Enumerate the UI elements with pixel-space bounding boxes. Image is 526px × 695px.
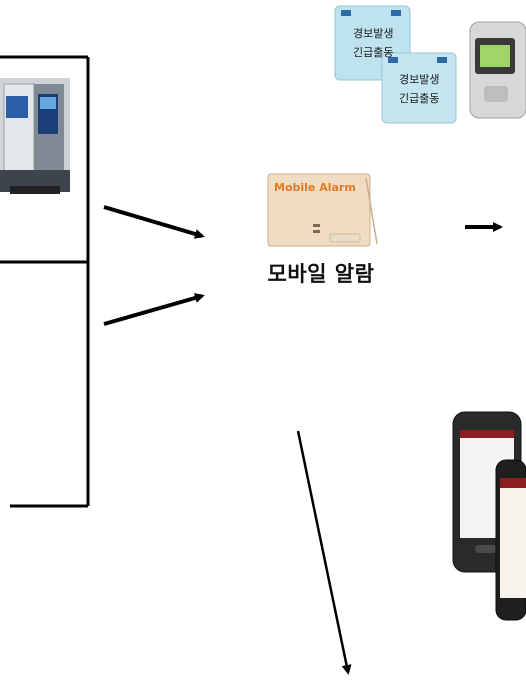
smartphone-front-image bbox=[495, 459, 526, 621]
machine-bracket bbox=[0, 55, 90, 508]
sms-card-2 bbox=[381, 52, 457, 124]
cnc-machine-image bbox=[0, 78, 70, 194]
arrows bbox=[103, 205, 503, 675]
mobile-alarm-device bbox=[267, 173, 378, 247]
sms1-line2: 긴급출동 bbox=[353, 46, 393, 59]
arrow-machine-to-alarm-lower bbox=[103, 293, 205, 326]
sms2-line2: 긴급출동 bbox=[399, 92, 439, 105]
flip-phone-image bbox=[469, 21, 526, 119]
sms1-line1: 경보발생 bbox=[353, 27, 393, 40]
arrow-alarm-downward bbox=[296, 430, 352, 675]
sms2-line1: 경보발생 bbox=[399, 73, 439, 86]
arrow-machine-to-alarm-upper bbox=[103, 205, 205, 239]
mobile-alarm-brand-text: Mobile Alarm bbox=[274, 181, 356, 194]
mobile-alarm-label: 모바일 알람 bbox=[267, 262, 375, 286]
